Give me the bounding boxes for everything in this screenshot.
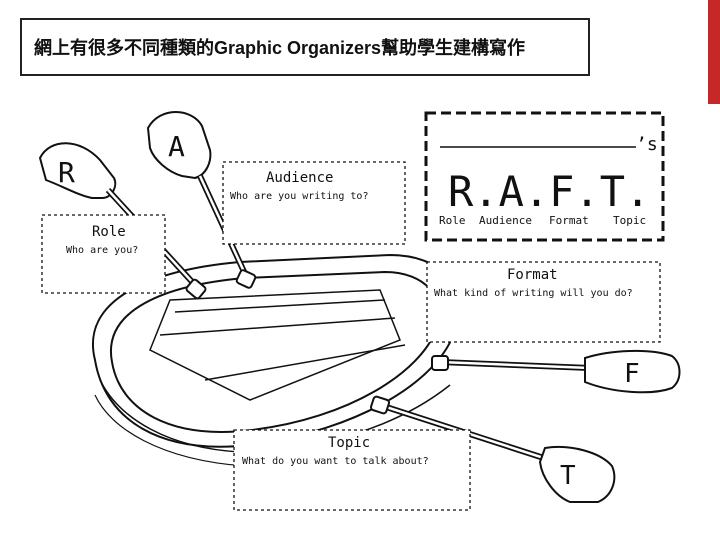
raft-acronym: R.A.F.T. bbox=[448, 167, 650, 216]
oar-topic-letter: T bbox=[560, 461, 576, 491]
raft-subtitle-role: Role bbox=[439, 214, 466, 227]
audience-heading: Audience bbox=[266, 170, 333, 186]
raft-subtitle-topic: Topic bbox=[613, 214, 646, 227]
topic-heading: Topic bbox=[328, 435, 370, 451]
audience-prompt: Who are you writing to? bbox=[230, 191, 368, 202]
raft-subtitle-audience: Audience bbox=[479, 214, 532, 227]
oar-role-letter: R bbox=[58, 156, 75, 189]
role-heading: Role bbox=[92, 224, 126, 240]
oar-audience-letter: A bbox=[168, 130, 185, 163]
oar-format bbox=[432, 351, 680, 392]
oar-format-letter: F bbox=[624, 359, 640, 389]
role-prompt: Who are you? bbox=[66, 245, 138, 256]
raft-subtitle-format: Format bbox=[549, 214, 589, 227]
topic-prompt: What do you want to talk about? bbox=[242, 456, 429, 467]
possessive-suffix: ’s bbox=[636, 134, 658, 155]
format-prompt: What kind of writing will you do? bbox=[434, 288, 633, 299]
format-heading: Format bbox=[507, 267, 558, 283]
